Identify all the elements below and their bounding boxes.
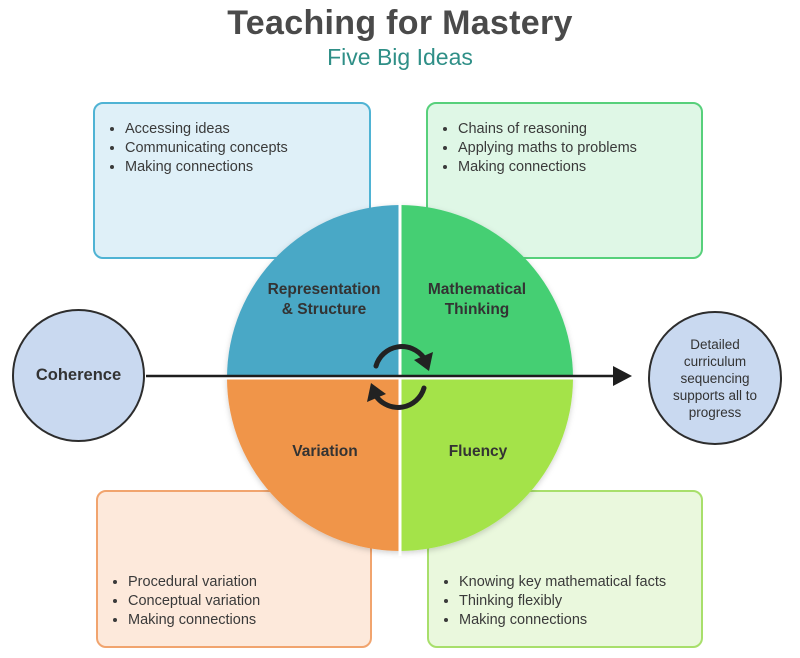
label-line: Representation	[267, 281, 381, 298]
box-fluency: Knowing key mathematical facts Thinking …	[427, 490, 703, 648]
label-fluency: Fluency	[448, 443, 508, 460]
list-item: Knowing key mathematical facts	[459, 573, 666, 592]
label-line: Mathematical	[427, 281, 527, 298]
list-item: Making connections	[459, 611, 666, 630]
label-line: & Structure	[281, 301, 367, 318]
label-representation: Representation & Structure	[244, 280, 404, 320]
coherence-circle: Coherence	[12, 309, 145, 442]
page-title: Teaching for Mastery	[227, 4, 573, 42]
label-line: Thinking	[444, 301, 510, 318]
page-subtitle: Five Big Ideas	[327, 44, 473, 70]
outcome-label: Detailed curriculum sequencing supports …	[672, 336, 758, 420]
list-item: Communicating concepts	[125, 139, 369, 158]
list-item: Procedural variation	[128, 573, 260, 592]
arrow-head-icon	[367, 383, 386, 402]
list-item: Making connections	[458, 158, 701, 177]
quadrant-representation	[227, 205, 400, 378]
arrow-head-icon	[414, 352, 433, 371]
list-item: Chains of reasoning	[458, 120, 701, 139]
list-item: Making connections	[125, 158, 369, 177]
coherence-label: Coherence	[35, 366, 122, 384]
label-mathematical-thinking: Mathematical Thinking	[398, 280, 556, 320]
list-item: Applying maths to problems	[458, 139, 701, 158]
label-variation: Variation	[292, 443, 358, 460]
list-item: Making connections	[128, 611, 260, 630]
list-item: Accessing ideas	[125, 120, 369, 139]
quadrant-variation	[227, 378, 400, 551]
quadrant-fluency	[400, 378, 573, 551]
outcome-circle: Detailed curriculum sequencing supports …	[648, 311, 782, 445]
list-item: Thinking flexibly	[459, 592, 666, 611]
list-item: Conceptual variation	[128, 592, 260, 611]
arrow-right-icon	[613, 366, 632, 386]
cycle-arrows-icon	[373, 344, 427, 410]
quadrant-mathematical-thinking	[400, 205, 573, 378]
